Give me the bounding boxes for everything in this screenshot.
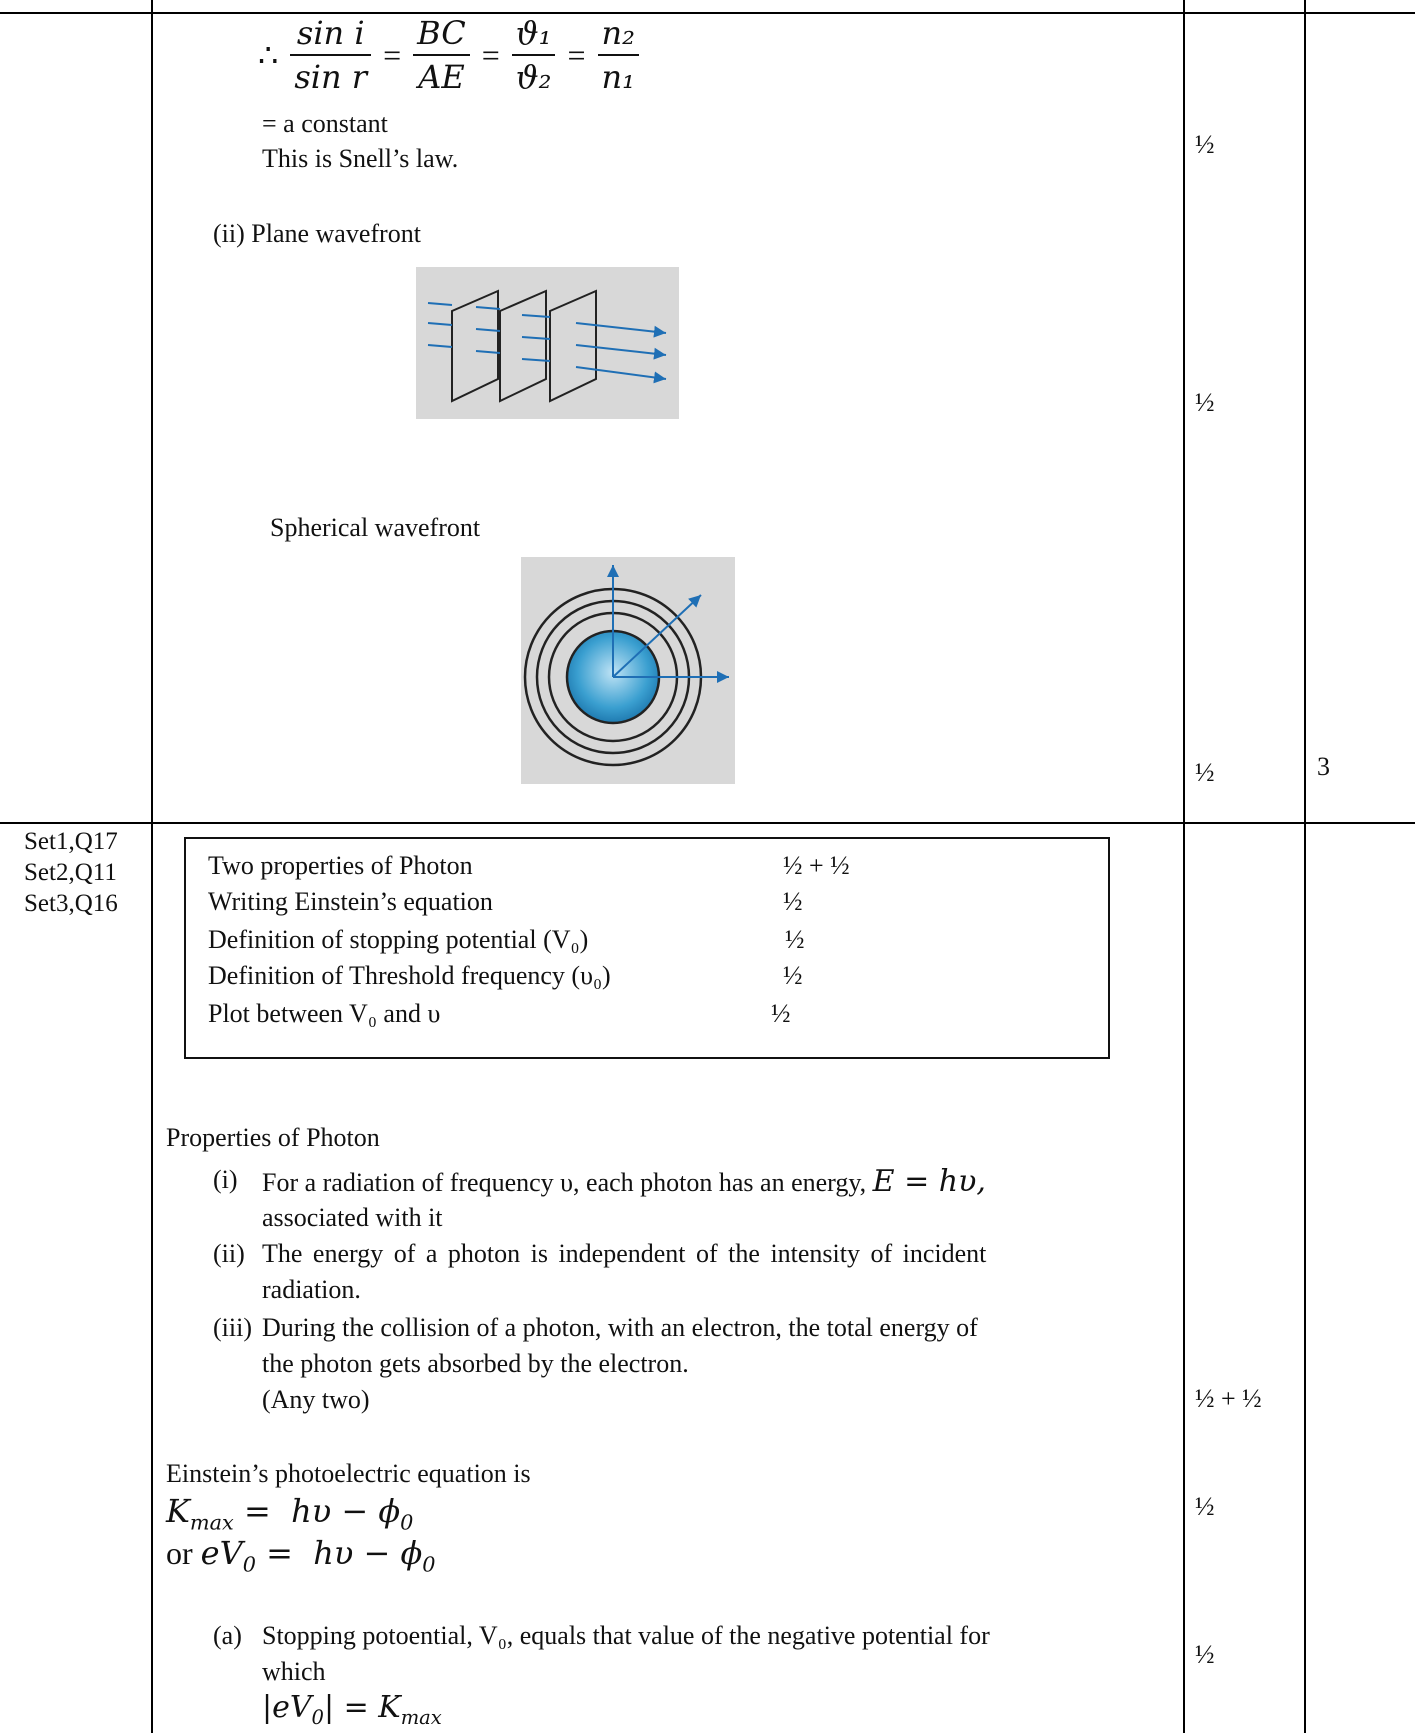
prop1-line1: For a radiation of frequency υ, each pho… [262,1168,873,1197]
props-heading: Properties of Photon [166,1123,380,1152]
table-row-divider [0,822,1415,824]
plane-wavefront-figure [416,267,679,419]
table-row-top-border [0,12,1415,14]
rubric-mark: ½ [771,999,791,1028]
ref-set3: Set3,Q16 [24,890,118,917]
mark-props: ½ + ½ [1195,1384,1262,1413]
table-border-marks [1183,0,1185,1733]
rubric-item: Definition of stopping potential (V₀) [208,925,589,954]
frac-v1: ϑ₁ [511,14,556,57]
spherical-wavefront-icon [523,565,729,767]
prop2-num: (ii) [213,1239,245,1268]
mark-snell: ½ [1195,130,1215,159]
ref-set2: Set2,Q11 [24,859,117,886]
prop3-line2: the photon gets absorbed by the electron… [262,1349,689,1378]
therefore-symbol: ∴ [258,37,279,74]
prop1-num: (i) [213,1165,238,1194]
prop2-line2: radiation. [262,1275,361,1304]
prop1-text: For a radiation of frequency υ, each pho… [262,1164,1167,1200]
rubric-mark: ½ [785,925,805,954]
rubric-item: Two properties of Photon [208,851,473,880]
frac-n2: n₂ [597,14,639,57]
ref-set1: Set1,Q17 [24,828,118,855]
rubric-mark: ½ [783,961,803,990]
prop1-line2: associated with it [262,1203,443,1232]
einstein-heading: Einstein’s photoelectric equation is [166,1459,531,1488]
rubric-mark: ½ + ½ [783,851,850,880]
frac-n1: n₁ [601,58,635,97]
mark-spherical: ½ [1195,758,1215,787]
stop-line1: Stopping potoential, V₀, equals that val… [262,1621,990,1650]
total-marks: 3 [1317,752,1330,781]
mark-stop: ½ [1195,1640,1215,1669]
rubric-mark: ½ [783,887,803,916]
einstein-eq2: or eV0 = hυ − ϕ0 [166,1534,436,1577]
frac-sin-i: sin i [290,14,372,57]
energy-equation: E = hυ, [872,1164,986,1199]
stop-num: (a) [213,1621,242,1650]
constant-text: = a constant [262,109,388,138]
snell-law-text: This is Snell’s law. [262,144,459,173]
stop-eq: |eV0| = Kmax [262,1690,442,1729]
frac-ae: AE [418,58,465,97]
plane-wavefront-icon [427,289,667,403]
spherical-wavefront-label: Spherical wavefront [270,513,481,542]
table-border-total [1304,0,1306,1733]
rubric-item: Definition of Threshold frequency (υ₀) [208,961,611,990]
question-ref: Set1,Q17 Set2,Q11 Set3,Q16 [24,826,118,919]
spherical-wavefront-figure [521,557,735,784]
marking-rubric: Two properties of Photon ½ + ½ Writing E… [184,837,1110,1059]
frac-sin-r: sin r [294,58,368,97]
frac-bc: BC [413,14,470,57]
mark-plane: ½ [1195,388,1215,417]
frac-v2: ϑ₂ [515,58,552,97]
stop-line2: which [262,1657,326,1686]
plane-wavefront-label: (ii) Plane wavefront [213,219,421,248]
prop3-line1: During the collision of a photon, with a… [262,1313,978,1342]
mark-einstein: ½ [1195,1492,1215,1521]
rubric-item: Plot between V₀ and υ [208,999,441,1028]
any-two-note: (Any two) [262,1385,370,1414]
prop3-num: (iii) [213,1313,252,1342]
prop2-line1: The energy of a photon is independent of… [262,1239,987,1268]
rubric-item: Writing Einstein’s equation [208,887,493,916]
einstein-eq1: Kmax = hυ − ϕ0 [166,1492,414,1535]
table-border-left [151,0,153,1733]
